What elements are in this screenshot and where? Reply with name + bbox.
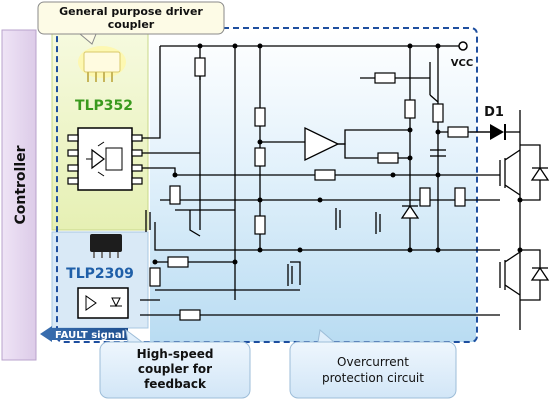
overcurrent-callout-line1: Overcurrent	[337, 355, 409, 369]
overcurrent-callout-line2: protection circuit	[322, 371, 424, 385]
tlp2309-symbol	[77, 287, 129, 319]
driver-callout-line2: coupler	[108, 18, 155, 31]
overcurrent-callout	[289, 341, 457, 399]
dashed-boundary	[56, 27, 478, 343]
feedback-callout-line3: feedback	[144, 377, 207, 391]
driver-coupler-callout	[37, 1, 225, 35]
fault-signal-arrow	[40, 326, 128, 342]
protection-zone	[150, 30, 476, 342]
tlp2309-package-icon	[90, 234, 122, 258]
feedback-callout-pointer	[125, 328, 144, 343]
d1-diode	[490, 124, 520, 140]
resistors	[149, 57, 469, 321]
feedback-coupler-callout	[99, 341, 251, 399]
vcc-label: VCC	[451, 58, 473, 69]
tlp352-label: TLP352	[75, 98, 133, 114]
driver-callout-line1: General purpose driver	[59, 5, 203, 18]
tlp352-package-icon	[78, 46, 126, 82]
tlp2309-label: TLP2309	[66, 266, 134, 282]
overcurrent-callout-pointer	[317, 329, 336, 343]
tlp352-symbol	[67, 127, 143, 191]
feedback-callout-line2: coupler for	[138, 362, 212, 376]
controller-block	[1, 29, 37, 361]
junction-dots	[152, 43, 523, 265]
driver-callout-pointer	[78, 33, 97, 45]
controller-label: Controller	[13, 145, 29, 224]
d1-label: D1	[484, 105, 504, 120]
feedback-callout-line1: High-speed	[137, 347, 214, 361]
fault-signal-label: FAULT signal	[55, 330, 125, 341]
